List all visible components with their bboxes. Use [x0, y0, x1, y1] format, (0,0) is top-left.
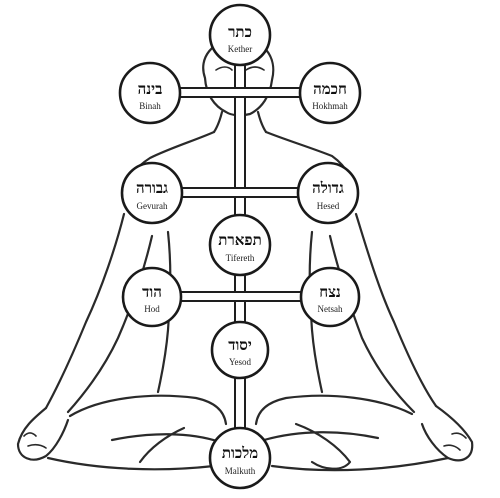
sephirah-hod-name: Hod	[144, 304, 160, 314]
sephirah-gevurah: גבורה Gevurah	[120, 161, 184, 225]
sephirah-yesod-name: Yesod	[229, 357, 252, 367]
sephirah-kether: כתר Kether	[208, 3, 272, 67]
sephirah-netsah-hebrew: נצח	[319, 283, 341, 301]
sephirah-tifereth-name: Tifereth	[226, 253, 255, 263]
sephirah-tifereth: תפארת Tifereth	[208, 213, 272, 277]
sephirah-yesod-hebrew: יסוד	[228, 336, 252, 354]
sephirah-malkuth: מלכות Malkuth	[208, 426, 272, 490]
sephirah-tifereth-hebrew: תפארת	[218, 231, 261, 249]
sephirah-binah-hebrew: בינה	[138, 80, 163, 98]
sephirah-binah: בינה Binah	[118, 61, 182, 125]
sephirah-hokhmah-name: Hokhmah	[312, 101, 348, 111]
sephirah-malkuth-hebrew: מלכות	[222, 444, 258, 462]
sephirah-hokhmah-hebrew: חכמה	[313, 80, 347, 98]
sephirah-kether-hebrew: כתר	[228, 23, 252, 41]
sephirah-hod: הוד Hod	[121, 266, 183, 328]
sephirah-netsah-name: Netsah	[318, 304, 343, 314]
sephirah-hod-hebrew: הוד	[142, 283, 162, 301]
sephirah-malkuth-name: Malkuth	[225, 466, 256, 476]
sephirah-hesed: גדולה Hesed	[296, 161, 360, 225]
sephirah-hokhmah: חכמה Hokhmah	[298, 61, 362, 125]
sephirah-yesod: יסוד Yesod	[210, 320, 270, 380]
sephirah-gevurah-name: Gevurah	[137, 201, 168, 211]
sephirah-netsah: נצח Netsah	[299, 266, 361, 328]
sephirah-hesed-name: Hesed	[317, 201, 340, 211]
sephirah-gevurah-hebrew: גבורה	[136, 179, 168, 197]
sephirah-binah-name: Binah	[139, 101, 161, 111]
sephirah-kether-name: Kether	[228, 44, 253, 54]
seated-figure	[16, 36, 474, 472]
sephirah-hesed-hebrew: גדולה	[312, 179, 344, 197]
